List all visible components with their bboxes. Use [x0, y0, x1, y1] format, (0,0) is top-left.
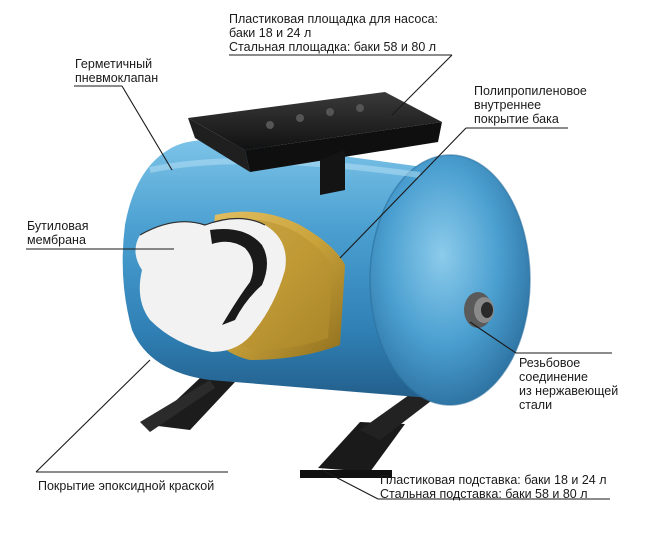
leader-lines: [26, 54, 612, 500]
callout-line: Герметичный: [75, 57, 153, 71]
callout-line: стали: [519, 398, 553, 412]
callout-valve: Герметичный пневмоклапан: [75, 57, 158, 85]
threaded-fitting: [464, 292, 494, 328]
callout-membrane: Бутиловая мембрана: [27, 219, 89, 247]
callout-pump-platform: Пластиковая площадка для насоса: баки 18…: [229, 12, 438, 54]
pump-platform: [188, 92, 442, 195]
callout-line: соединение: [519, 370, 588, 384]
callout-line: Покрытие эпоксидной краской: [38, 479, 215, 493]
callout-epoxy: Покрытие эпоксидной краской: [38, 479, 214, 493]
callout-coating: Полипропиленовое внутреннее покрытие бак…: [474, 84, 587, 126]
callout-line: Стальная площадка: баки 58 и 80 л: [229, 40, 437, 54]
callout-line: пневмоклапан: [75, 71, 159, 85]
callout-line: Бутиловая: [27, 219, 89, 233]
callout-line: Стальная подставка: баки 58 и 80 л: [380, 487, 588, 501]
callout-line: Полипропиленовое: [474, 84, 587, 98]
callout-threaded: Резьбовое соединение из нержавеющей стал…: [519, 356, 618, 412]
callout-line: из нержавеющей: [519, 384, 619, 398]
callout-line: баки 18 и 24 л: [229, 26, 312, 40]
callout-line: Пластиковая подставка: баки 18 и 24 л: [380, 473, 607, 487]
callout-line: внутреннее: [474, 98, 542, 112]
callout-line: мембрана: [27, 233, 86, 247]
callout-stand: Пластиковая подставка: баки 18 и 24 л Ст…: [380, 473, 607, 501]
callout-line: покрытие бака: [474, 112, 559, 126]
callout-line: Пластиковая площадка для насоса:: [229, 12, 438, 26]
cutaway: [135, 211, 345, 360]
callout-line: Резьбовое: [519, 356, 581, 370]
